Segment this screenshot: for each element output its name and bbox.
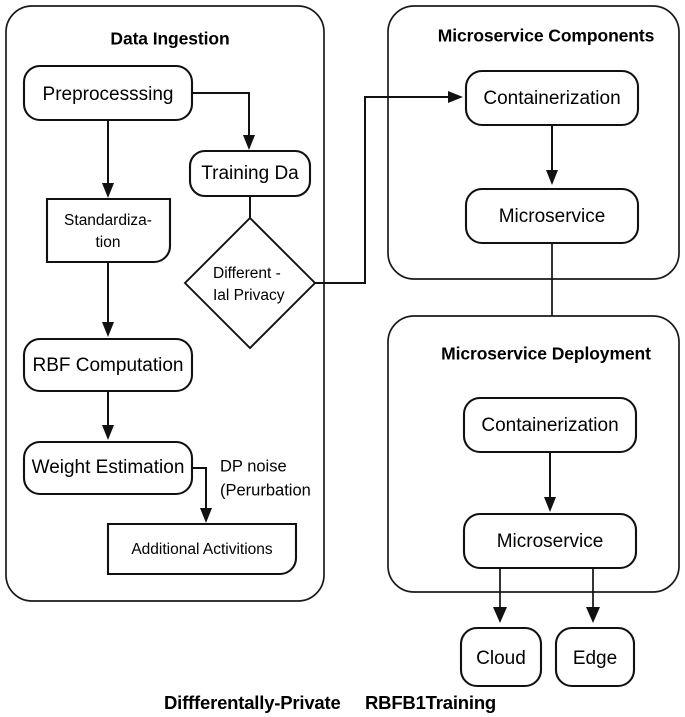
arrow-head-icon: [243, 135, 255, 150]
node-weight-estimation[interactable]: Weight Estimation: [22, 440, 194, 496]
microservice-deployment-box[interactable]: [462, 512, 638, 570]
node-microservice-deployment[interactable]: Microservice: [462, 512, 638, 570]
data-ingestion-title: Data Ingestion: [110, 29, 229, 49]
node-containerization-deployment[interactable]: Containerization: [462, 396, 638, 454]
node-containerization-components[interactable]: Containerization: [464, 69, 640, 127]
edge-standardization-to-rbf-computation: [102, 262, 114, 337]
edge-label: Edge: [573, 648, 617, 669]
standardization-box[interactable]: [45, 197, 172, 264]
dp-noise-label-line1: DP noise: [220, 457, 287, 475]
edge-rbf-computation-to-weight-estimation: [102, 391, 114, 440]
training-data-label: Training Da: [201, 163, 299, 184]
node-differential-privacy[interactable]: Different - Ial Privacy: [183, 216, 317, 350]
edge-differential-privacy-to-containerization-components: [315, 91, 463, 284]
arrow-head-icon: [546, 170, 558, 185]
arrow-head-icon: [102, 183, 114, 198]
arrow-head-icon: [102, 425, 114, 440]
edge-box[interactable]: [554, 626, 636, 688]
arrow-head-icon: [493, 607, 507, 623]
standardization-label-line1: Standardiza-: [64, 212, 152, 229]
additional-activations-label: Additional Activitions: [131, 541, 273, 558]
caption-part-1: Diffferentally-Private: [164, 692, 341, 713]
standardization-label-line2: tion: [96, 234, 121, 251]
microservice-components-title: Microservice Components: [438, 26, 655, 46]
edge-line: [192, 467, 207, 511]
edge-microservice-to-edge: [586, 568, 600, 623]
containerization-components-label: Containerization: [483, 88, 620, 109]
arrow-head-icon: [200, 508, 212, 523]
edge-line: [192, 92, 250, 138]
weight-estimation-label: Weight Estimation: [32, 457, 185, 478]
edge-containerization-to-microservice-deployment: [544, 452, 556, 512]
node-additional-activations[interactable]: Additional Activitions: [106, 522, 298, 576]
differential-privacy-diamond[interactable]: [183, 216, 317, 350]
edge-label-dp-noise: DP noise (Perurbation: [220, 457, 311, 499]
node-standardization[interactable]: Standardiza- tion: [45, 197, 172, 264]
microservice-components-node-label: Microservice: [499, 206, 606, 227]
node-training-data[interactable]: Training Da: [188, 149, 312, 198]
edge-microservice-to-cloud: [493, 568, 507, 623]
edge-weight-estimation-to-additional-activations: [192, 467, 212, 523]
node-microservice-components[interactable]: Microservice: [464, 187, 640, 245]
cloud-box[interactable]: [459, 626, 543, 688]
caption-part-2: RBFB1Training: [365, 692, 496, 713]
edge-preprocessing-to-standardization: [102, 120, 114, 198]
microservice-deployment-title: Microservice Deployment: [441, 344, 651, 364]
node-edge[interactable]: Edge: [554, 626, 636, 688]
differential-privacy-label-line2: Ial Privacy: [213, 287, 285, 304]
edge-preprocessing-to-training-data: [192, 92, 255, 150]
dp-noise-label-line2: (Perurbation: [220, 481, 311, 499]
containerization-deployment-label: Containerization: [481, 415, 618, 436]
preprocessing-label: Preprocesssing: [43, 84, 174, 105]
microservice-deployment-node-label: Microservice: [497, 531, 604, 552]
edge-containerization-to-microservice-components: [546, 125, 558, 185]
cloud-label: Cloud: [476, 648, 526, 669]
figure-caption: Diffferentally-Private RBFB1Training: [164, 692, 496, 713]
arrow-head-icon: [448, 91, 463, 103]
node-rbf-computation[interactable]: RBF Computation: [22, 337, 194, 393]
arrow-head-icon: [586, 607, 600, 623]
edge-line: [315, 96, 450, 284]
node-preprocessing[interactable]: Preprocesssing: [22, 64, 194, 122]
differential-privacy-label-line1: Different -: [213, 265, 281, 282]
rbf-computation-label: RBF Computation: [32, 355, 183, 376]
additional-activations-box[interactable]: [106, 522, 298, 576]
arrow-head-icon: [102, 322, 114, 337]
node-cloud[interactable]: Cloud: [459, 626, 543, 688]
arrow-head-icon: [544, 497, 556, 512]
